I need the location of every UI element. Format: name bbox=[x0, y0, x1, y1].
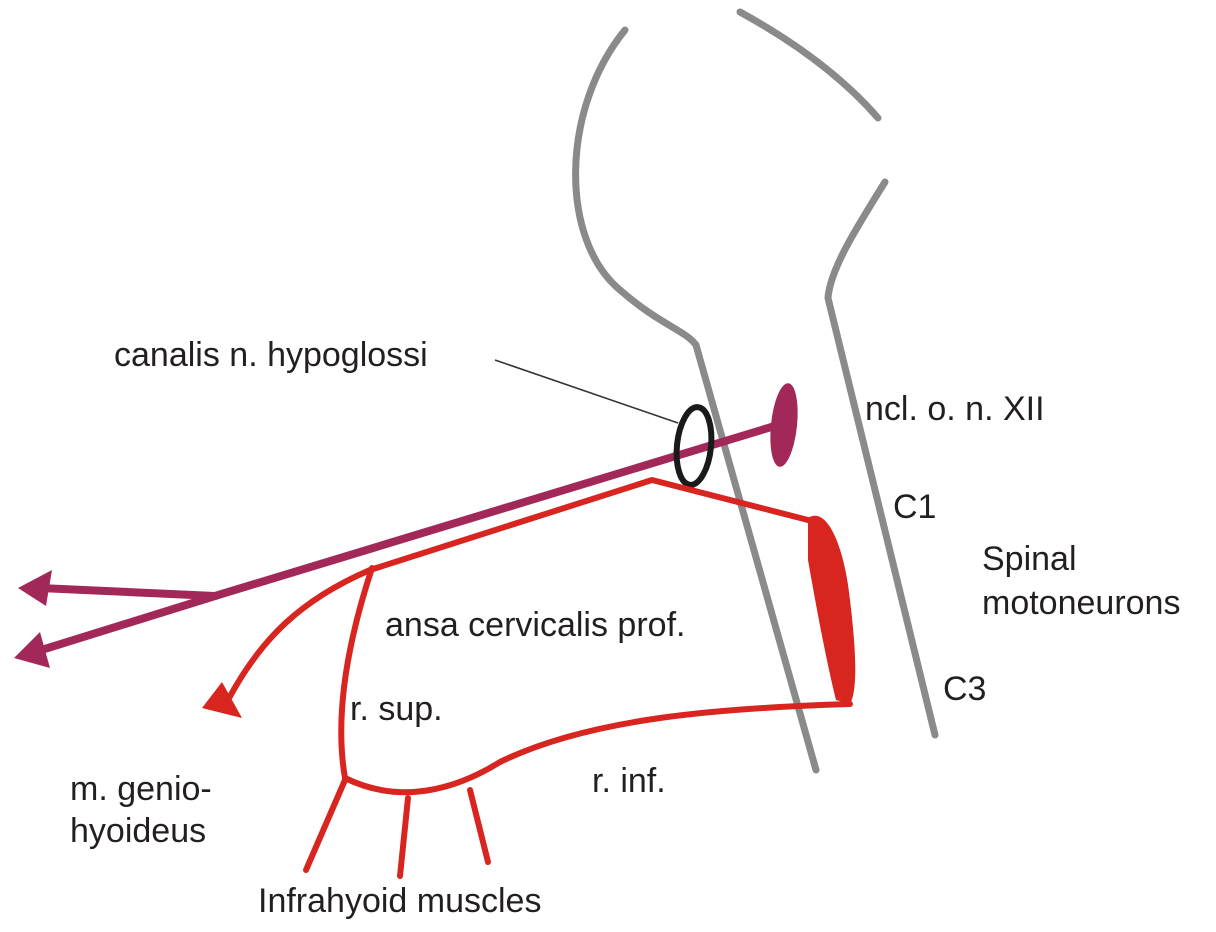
r-inf-label: r. inf. bbox=[592, 762, 666, 800]
hypoglossal-arrowhead-upper bbox=[18, 570, 52, 606]
spinal-label-line1: Spinal bbox=[982, 540, 1077, 578]
c1-fiber-to-hypoglossal bbox=[228, 480, 808, 700]
canalis-label: canalis n. hypoglossi bbox=[114, 336, 428, 374]
hypoglossal-canal-ring bbox=[673, 405, 715, 486]
spinal-motoneuron-column bbox=[808, 516, 855, 704]
geniohyoid-label-line2: hyoideus bbox=[70, 812, 206, 850]
infrahyoid-branch-right bbox=[470, 790, 488, 862]
geniohyoid-label-line1: m. genio- bbox=[70, 770, 212, 808]
r-sup-label: r. sup. bbox=[350, 690, 443, 728]
hypoglossal-nucleus-shape bbox=[767, 382, 802, 468]
c1-label: C1 bbox=[893, 488, 936, 526]
infrahyoid-branch-left bbox=[306, 780, 345, 870]
hypoglossal-arrowhead-lower bbox=[14, 632, 50, 668]
hypoglossal-main-trunk bbox=[215, 425, 778, 596]
infrahyoid-branch-middle bbox=[400, 798, 408, 876]
brainstem-top-outline bbox=[740, 12, 878, 118]
ansa-cervicalis bbox=[228, 480, 850, 876]
canalis-leader-line bbox=[495, 360, 678, 423]
infrahyoid-label: Infrahyoid muscles bbox=[258, 882, 541, 920]
c3-label: C3 bbox=[943, 670, 986, 708]
ramus-superior bbox=[341, 568, 372, 778]
hypoglossal-branch-lower bbox=[35, 596, 215, 652]
ansa-label: ansa cervicalis prof. bbox=[385, 606, 685, 644]
hypoglossal-branch-upper bbox=[40, 588, 215, 596]
nucleus-label: ncl. o. n. XII bbox=[865, 390, 1045, 428]
spinal-label-line2: motoneurons bbox=[982, 584, 1180, 622]
